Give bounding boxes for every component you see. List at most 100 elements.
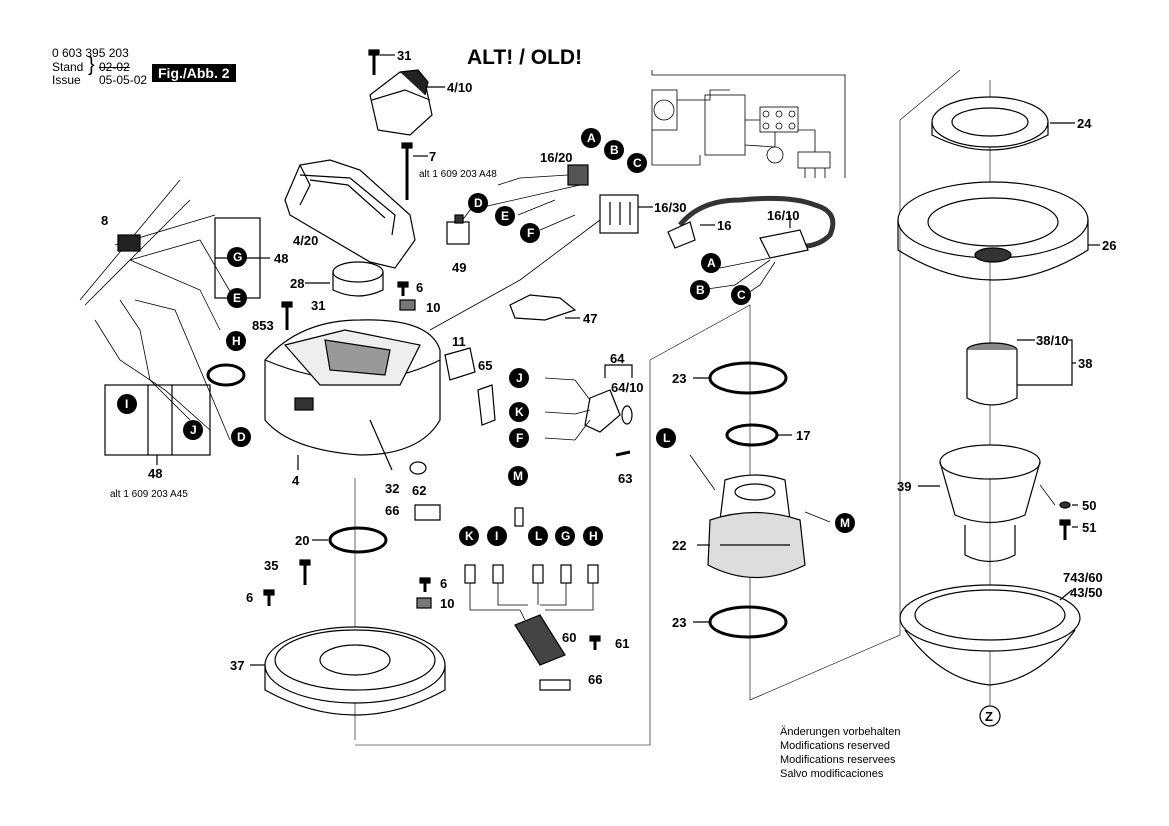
label-23-top: 23	[672, 371, 686, 386]
label-32: 32	[385, 481, 399, 496]
stand-date: 02-02	[99, 60, 130, 74]
marker-j-box	[183, 420, 203, 440]
label-26: 26	[1102, 238, 1116, 253]
marker-a-top	[581, 128, 601, 148]
letter-marker-labels: A B C D E F G E H I J D A B C J K F M K …	[125, 131, 850, 543]
marker-d-left	[231, 427, 251, 447]
clip-10-right	[416, 597, 432, 609]
screw-6-top	[397, 281, 409, 296]
marker-h-left	[226, 331, 246, 351]
marker-e-box	[227, 288, 247, 308]
note-fr: Modifications reservees	[780, 754, 896, 766]
label-49: 49	[452, 260, 466, 275]
figure-badge: Fig./Abb. 2	[152, 64, 236, 82]
screw-7	[401, 142, 413, 200]
label-64-10: 64/10	[611, 380, 644, 395]
marker-b-cord-text: B	[696, 283, 705, 297]
screw-50	[1059, 501, 1071, 509]
label-4: 4	[292, 473, 300, 488]
label-60: 60	[562, 630, 576, 645]
brush-holders	[464, 507, 599, 584]
marker-k-mid	[509, 402, 529, 422]
label-4-20: 4/20	[293, 233, 318, 248]
label-50: 50	[1082, 498, 1096, 513]
switch-cover-4-10	[369, 69, 433, 136]
group-box-48-bottom	[104, 384, 211, 465]
marker-g-board	[555, 526, 575, 546]
screw-31-top	[368, 49, 380, 75]
marker-j-mid-text: J	[516, 371, 523, 385]
marker-l-motor-text: L	[663, 431, 670, 445]
circuit-diagram	[651, 70, 846, 178]
label-66-top: 66	[385, 503, 399, 518]
plate-11	[444, 347, 476, 381]
label-61: 61	[615, 636, 629, 651]
marker-l-board	[528, 526, 548, 546]
marker-m-mid	[508, 466, 528, 486]
label-31: 31	[397, 48, 411, 63]
marker-f-mid-text: F	[516, 431, 523, 445]
label-62: 62	[412, 483, 426, 498]
label-16-20: 16/20	[540, 150, 573, 165]
housing-26	[897, 181, 1089, 281]
seal-23-bottom	[708, 605, 788, 639]
marker-i-box-text: I	[125, 397, 128, 411]
circuit-board-60	[514, 614, 566, 666]
marker-f-top-text: F	[527, 226, 534, 240]
screw-35	[299, 559, 311, 585]
seal-23-top	[708, 361, 788, 395]
label-51: 51	[1082, 520, 1096, 535]
modification-notes: Änderungen vorbehalten Modifications res…	[780, 725, 900, 781]
marker-z	[979, 705, 1001, 727]
terminal-16-20	[567, 164, 589, 186]
issue-date: 05-05-02	[99, 73, 148, 87]
marker-a-cord	[701, 253, 721, 273]
label-64: 64	[610, 351, 625, 366]
label-853: 853	[252, 318, 274, 333]
label-24: 24	[1077, 116, 1092, 131]
marker-k-board-text: K	[465, 529, 474, 543]
marker-f-top	[520, 223, 540, 243]
ring-24	[931, 96, 1049, 151]
marker-c-top-text: C	[633, 156, 642, 170]
filter-38-10	[966, 342, 1018, 406]
marker-g-board-text: G	[561, 529, 570, 543]
label-4-10: 4/10	[447, 80, 472, 95]
label-11: 11	[452, 334, 466, 349]
marker-j-box-text: J	[190, 423, 197, 437]
label-43-50: 43/50	[1070, 585, 1103, 600]
power-cord-16	[667, 195, 836, 259]
housing-4	[264, 319, 441, 456]
label-20: 20	[295, 533, 309, 548]
label-63: 63	[618, 471, 632, 486]
stand-label: Stand	[52, 60, 84, 74]
screw-31-left	[281, 301, 293, 330]
marker-i-board-text: I	[495, 529, 498, 543]
label-31-left: 31	[311, 298, 325, 313]
marker-k-mid-text: K	[515, 405, 524, 419]
seal-20	[328, 526, 388, 554]
marker-e-top	[495, 206, 515, 226]
terminal-board-16-30	[599, 194, 639, 234]
marker-a-cord-text: A	[707, 256, 716, 270]
label-16-10: 16/10	[767, 208, 800, 223]
marker-b-cord	[690, 280, 710, 300]
marker-b-top-text: B	[610, 143, 619, 157]
marker-d-left-text: D	[237, 430, 246, 444]
marker-h-board	[583, 526, 603, 546]
marker-m-motor	[835, 513, 855, 533]
marker-g-box-text: G	[233, 250, 242, 264]
screw-6-right	[419, 577, 431, 592]
label-48-top: 48	[274, 251, 288, 266]
marker-d-top-text: D	[474, 196, 483, 210]
screw-63	[615, 450, 631, 457]
motor-22	[707, 474, 806, 578]
marker-m-motor-text: M	[840, 516, 850, 530]
switch-64	[584, 389, 633, 433]
marker-e-top-text: E	[501, 209, 509, 223]
switch-8	[117, 234, 141, 252]
filter-bowl-43-50	[899, 584, 1081, 686]
screw-61	[589, 635, 601, 650]
basket-39	[939, 444, 1041, 563]
label-7: 7	[429, 149, 436, 164]
